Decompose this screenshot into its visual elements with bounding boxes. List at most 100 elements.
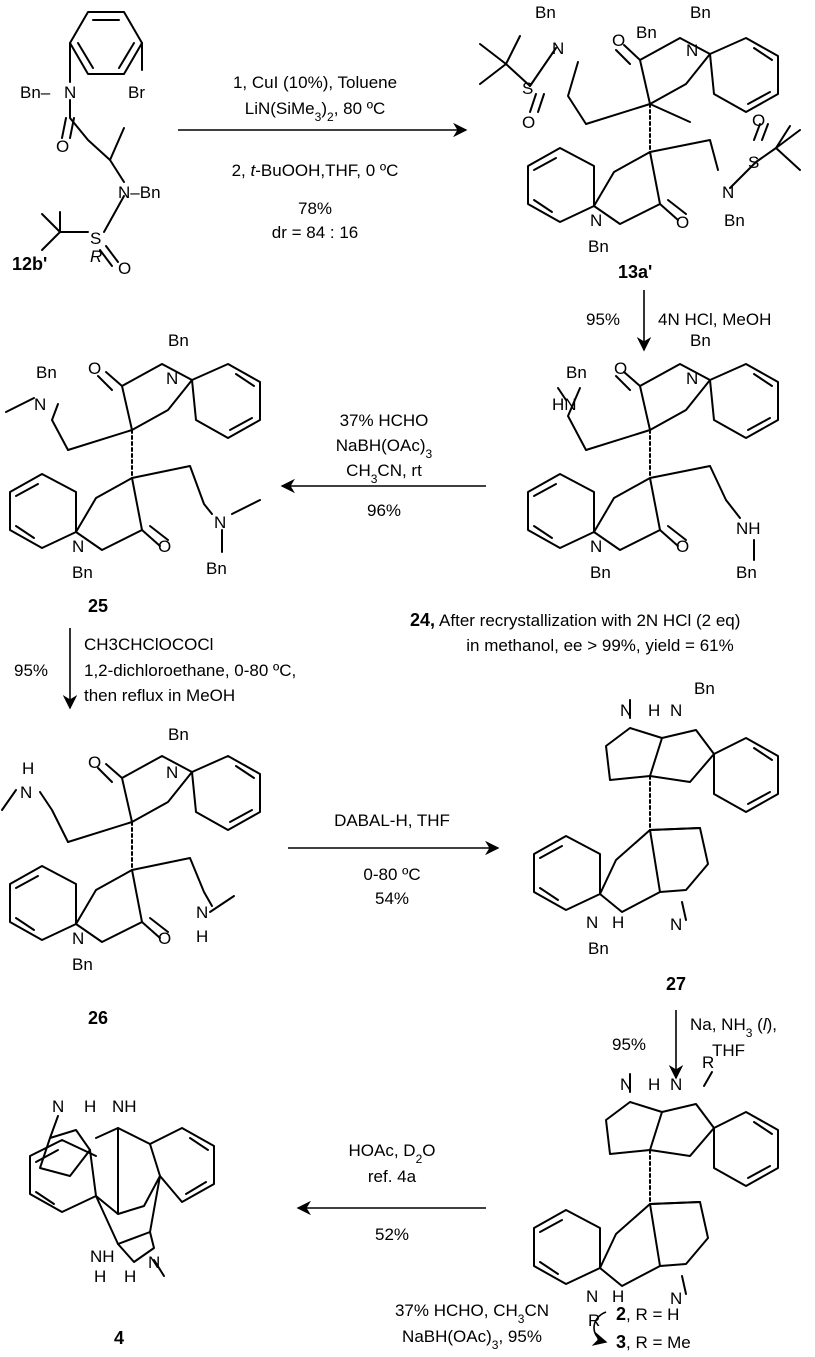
atom-label: N [52, 1097, 64, 1116]
atom-label: N [670, 701, 682, 720]
atom-label: N [590, 211, 602, 230]
atom-label: O [676, 213, 689, 232]
step7-line3: 52% [375, 1225, 409, 1244]
atom-label: R [702, 1053, 714, 1072]
step6-line2: THF [712, 1041, 745, 1060]
atom-label: Bn [36, 363, 57, 382]
step3-yield: 96% [367, 501, 401, 520]
atom-label: NH [736, 519, 761, 538]
atom-label: Bn [690, 331, 711, 350]
atom-label: HN [552, 395, 577, 414]
atom-label: Bn [736, 563, 757, 582]
atom-label: N [670, 915, 682, 934]
atom-label: Bn [535, 3, 556, 22]
compound-note-24-line2: in methanol, ee > 99%, yield = 61% [466, 636, 733, 655]
atom-label: N [72, 537, 84, 556]
atom-label: O [158, 929, 171, 948]
structure-27: N H N Bn N H N Bn 27 [533, 679, 779, 994]
atom-label: N [166, 369, 178, 388]
compound-label-4: 4 [114, 1328, 124, 1348]
atom-label: Bn– [20, 83, 51, 102]
atom-label: O [56, 137, 69, 156]
compound-label-2: 2, R = H [616, 1304, 679, 1324]
step1-line3: 2, t-BuOOH,THF, 0 ºC [232, 161, 399, 180]
compound-note-24-line1: 24,After recrystallization with 2N HCl (… [410, 610, 740, 630]
atom-label: R [588, 1311, 600, 1330]
atom-label: N [166, 763, 178, 782]
atom-label: H [648, 1075, 660, 1094]
atom-label: R [90, 247, 102, 266]
step2-yield: 95% [586, 310, 620, 329]
step4-yield: 95% [14, 661, 48, 680]
atom-label: Bn [636, 23, 657, 42]
atom-label: O [752, 111, 765, 130]
atom-label: Bn [588, 237, 609, 256]
atom-label: S [748, 153, 759, 172]
atom-label: O [522, 113, 535, 132]
step1-line1: 1, CuI (10%), Toluene [233, 73, 397, 92]
atom-label: N [214, 513, 226, 532]
reaction-arrow-step8 [591, 1311, 608, 1346]
compound-label-25: 25 [88, 596, 108, 616]
atom-label: N [196, 903, 208, 922]
atom-label: Bn [724, 211, 745, 230]
step1-dr: dr = 84 : 16 [272, 223, 358, 242]
atom-label: N [148, 1253, 160, 1272]
step7-line2: ref. 4a [368, 1167, 417, 1186]
structure-24: Bn HN O N Bn N Bn O NH Bn [527, 331, 779, 582]
atom-label: N–Bn [118, 183, 161, 202]
atom-label: Br [128, 83, 145, 102]
atom-label: N [586, 1287, 598, 1306]
structure-2-3: N H N R N H N R [533, 1053, 779, 1330]
atom-label: S [90, 229, 101, 248]
compound-label-27: 27 [666, 974, 686, 994]
step6-line1: Na, NH3 (l), [690, 1015, 777, 1040]
atom-label: O [118, 259, 131, 278]
atom-label: N [64, 83, 76, 102]
structure-26: H N O N Bn N Bn O N H 26 [1, 725, 261, 1028]
atom-label: N [72, 929, 84, 948]
atom-label: N [34, 395, 46, 414]
atom-label: NH [90, 1247, 115, 1266]
compound-label-12b: 12b' [12, 254, 47, 274]
step5-line1: DABAL-H, THF [334, 811, 450, 830]
structure-13a: Bn N S O Bn O N Bn N Bn O N Bn S O 13a' [479, 3, 801, 282]
atom-label: H [84, 1097, 96, 1116]
step5-line3: 54% [375, 889, 409, 908]
compound-label-13a: 13a' [618, 262, 652, 282]
step2-reagent: 4N HCl, MeOH [658, 310, 771, 329]
atom-label: Bn [566, 363, 587, 382]
atom-label: O [614, 359, 627, 378]
atom-label: Bn [694, 679, 715, 698]
step4-line2: 1,2-dichloroethane, 0-80 ºC, [84, 661, 296, 680]
atom-label: O [88, 753, 101, 772]
atom-label: Bn [168, 331, 189, 350]
compound-label-26: 26 [88, 1008, 108, 1028]
atom-label: Bn [690, 3, 711, 22]
atom-label: H [612, 913, 624, 932]
step3-line1: 37% HCHO [340, 411, 429, 430]
atom-label: N [552, 39, 564, 58]
atom-label: O [158, 537, 171, 556]
atom-label: N [670, 1289, 682, 1308]
atom-label: Bn [168, 725, 189, 744]
atom-label: N [686, 369, 698, 388]
atom-label: Bn [588, 939, 609, 958]
structure-12b: Bn– N Br O N–Bn S O R 12b' [12, 11, 161, 278]
step4-line1: CH3CHClOCOCl [84, 635, 213, 654]
atom-label: N [686, 41, 698, 60]
atom-label: H [124, 1267, 136, 1286]
step3-line2: NaBH(OAc)3 [336, 436, 433, 461]
atom-label: H [94, 1267, 106, 1286]
atom-label: Bn [72, 955, 93, 974]
step4-line3: then reflux in MeOH [84, 686, 235, 705]
atom-label: Bn [206, 559, 227, 578]
atom-label: H [612, 1287, 624, 1306]
step1-line2: LiN(SiMe3)2, 80 ºC [245, 99, 386, 124]
atom-label: Bn [72, 563, 93, 582]
atom-label: N [620, 1075, 632, 1094]
compound-label-3: 3, R = Me [616, 1332, 691, 1352]
atom-label: O [676, 537, 689, 556]
step3-line3: CH3CN, rt [346, 461, 422, 486]
